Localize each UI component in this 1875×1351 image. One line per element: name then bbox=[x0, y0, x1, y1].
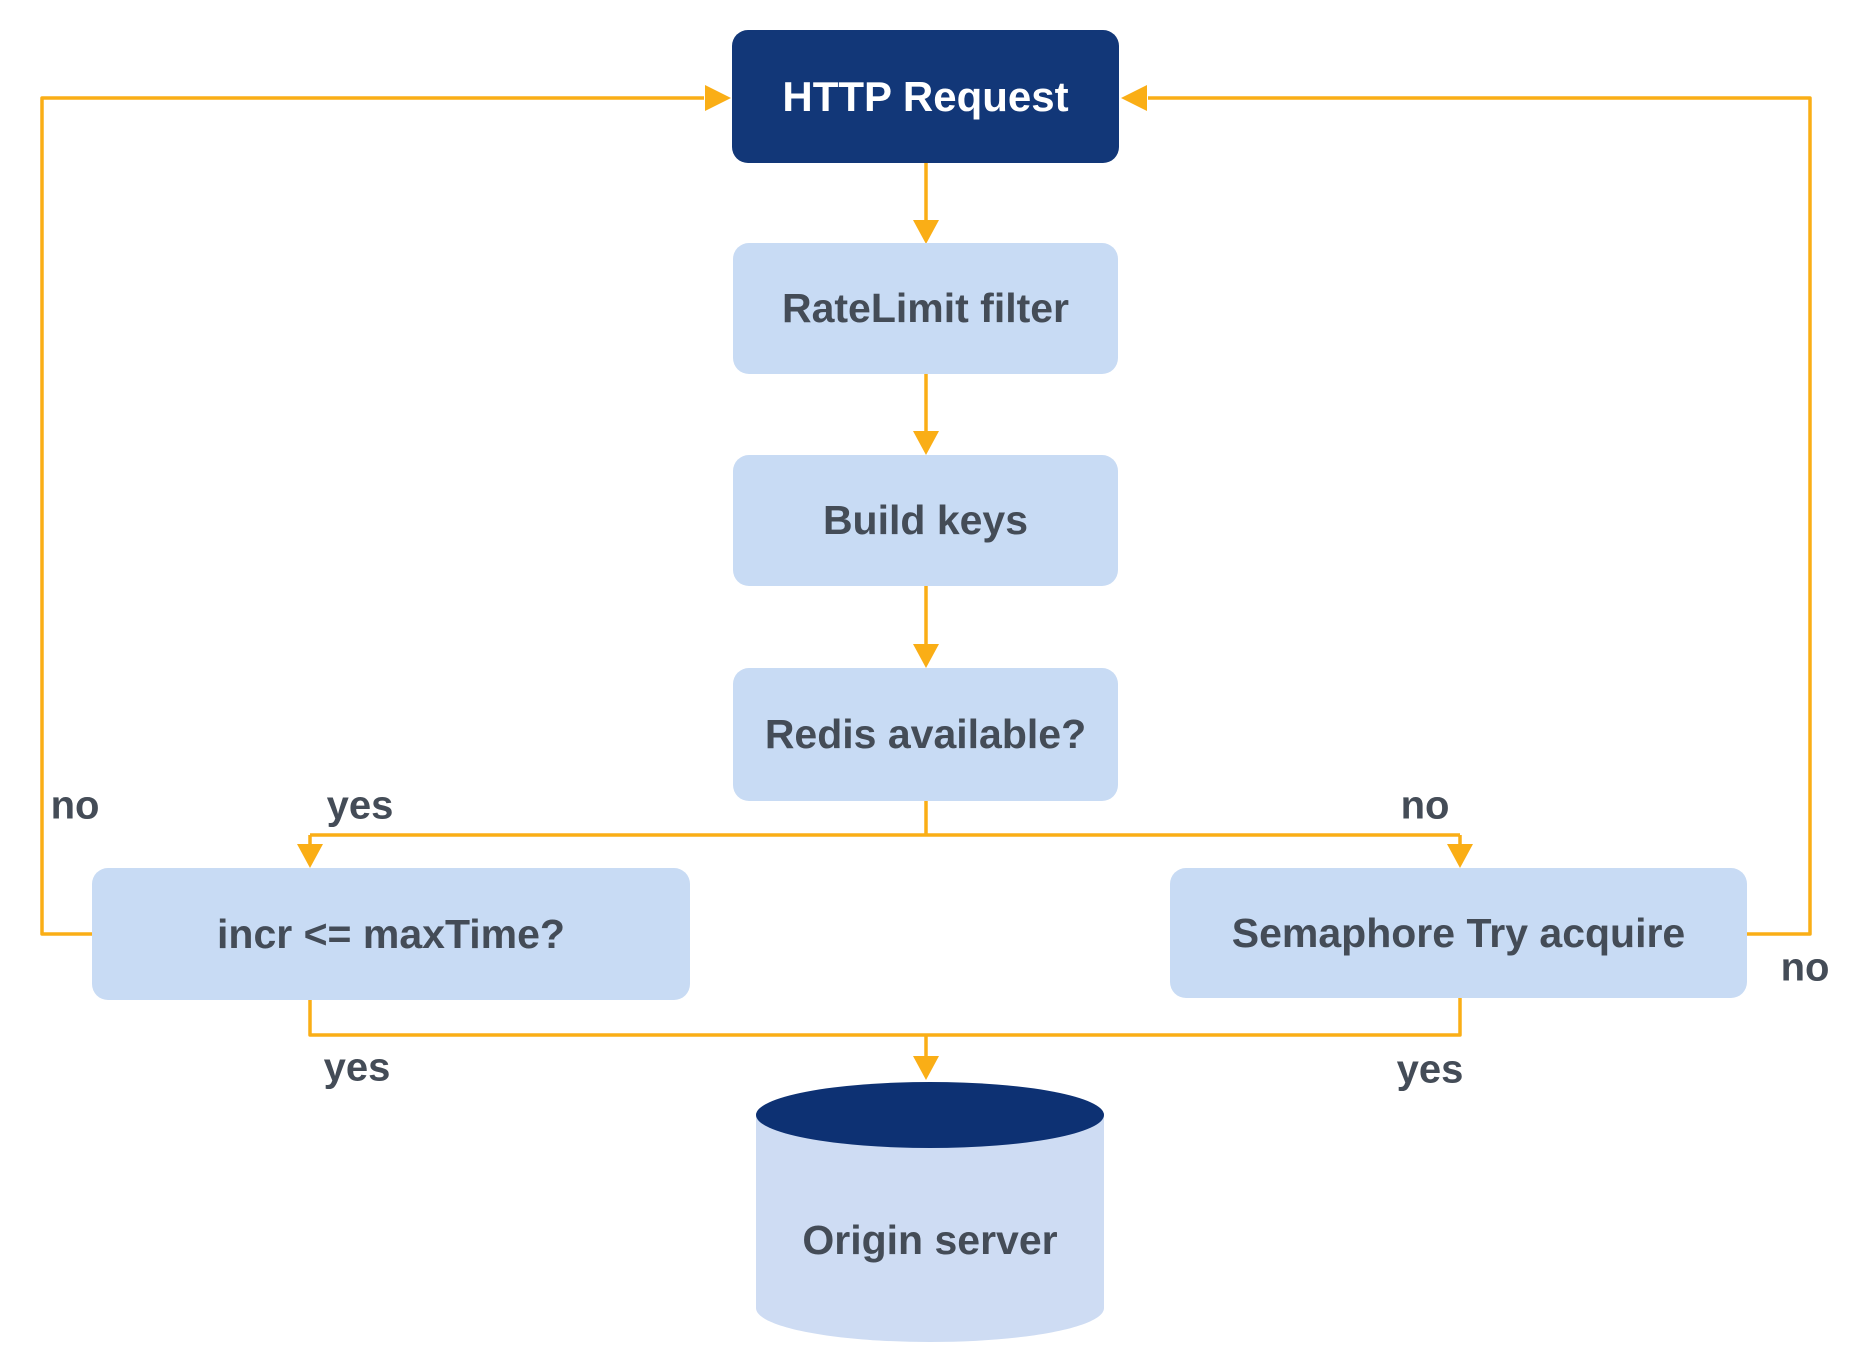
node-http-request-label: HTTP Request bbox=[782, 72, 1069, 120]
node-ratelimit-filter: RateLimit filter bbox=[733, 243, 1118, 374]
node-ratelimit-filter-label: RateLimit filter bbox=[781, 285, 1070, 331]
arrowhead-into-http-right bbox=[1121, 85, 1147, 111]
node-incr-max-time-label: incr <= maxTime? bbox=[217, 910, 565, 957]
edge-label-incr-yes: yes bbox=[323, 1045, 391, 1090]
arrowhead-into-incr bbox=[297, 844, 323, 868]
origin-server-cylinder-top bbox=[756, 1082, 1104, 1148]
origin-server-cylinder-body bbox=[756, 1115, 1104, 1342]
node-http-request: HTTP Request bbox=[732, 30, 1119, 163]
arrowhead-into-ratelimit bbox=[913, 220, 939, 244]
edge-label-semaphore-no: no bbox=[1780, 945, 1830, 990]
node-semaphore-try-acquire-label: Semaphore Try acquire bbox=[1231, 909, 1686, 956]
arrowhead-into-buildkeys bbox=[913, 431, 939, 455]
edge-label-redis-yes: yes bbox=[326, 783, 394, 828]
arrowhead-into-semaphore bbox=[1447, 844, 1473, 868]
node-redis-available: Redis available? bbox=[733, 668, 1118, 801]
edge-label-redis-no: no bbox=[1400, 783, 1450, 828]
edge-label-semaphore-yes: yes bbox=[1396, 1047, 1464, 1092]
node-redis-available-label: Redis available? bbox=[764, 711, 1087, 757]
edge-incr-no-return bbox=[40, 96, 704, 936]
node-build-keys: Build keys bbox=[733, 455, 1118, 586]
edge-yes-merge-bar bbox=[308, 998, 1462, 1037]
origin-server-text: Origin server bbox=[802, 1216, 1058, 1263]
arrowhead-into-origin bbox=[913, 1056, 939, 1080]
node-semaphore-try-acquire: Semaphore Try acquire bbox=[1170, 868, 1747, 998]
node-build-keys-label: Build keys bbox=[822, 497, 1029, 543]
arrowhead-into-http-left bbox=[705, 85, 731, 111]
node-incr-max-time: incr <= maxTime? bbox=[92, 868, 690, 1000]
edge-semaphore-no-return bbox=[1148, 96, 1812, 936]
arrowhead-into-redis bbox=[913, 644, 939, 668]
node-origin-server-label: Origin server bbox=[756, 1210, 1104, 1270]
edge-label-incr-no: no bbox=[50, 783, 100, 828]
